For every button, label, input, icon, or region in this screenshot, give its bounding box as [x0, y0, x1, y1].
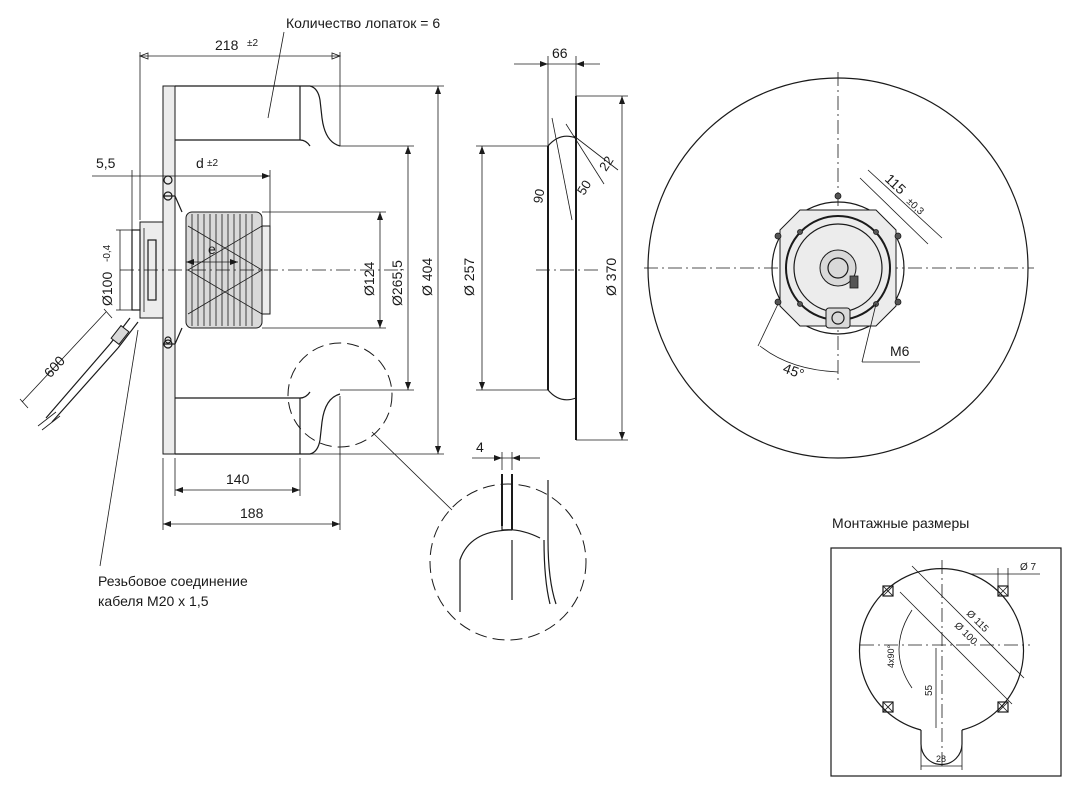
dim-d370: Ø 370 — [603, 258, 619, 296]
mounting-holes — [882, 585, 1009, 713]
dim-d: d — [196, 155, 204, 171]
cable-gland-label-2: кабеля М20 х 1,5 — [98, 593, 209, 609]
dim-m6: M6 — [890, 343, 910, 359]
dim-50: 50 — [574, 177, 594, 197]
dim-4: 4 — [476, 439, 484, 455]
dim-d-tol: ±2 — [207, 158, 218, 169]
dim-e: e — [208, 241, 216, 257]
dim-d124: Ø124 — [361, 262, 377, 296]
dim-66: 66 — [552, 45, 568, 61]
dim-218: 218 — [215, 37, 239, 53]
dim-218-tol: ±2 — [247, 38, 258, 49]
mount-55: 55 — [924, 684, 935, 696]
mounting-dimensions: Монтажные размеры Ø 115 Ø 100 Ø 7 4x90° — [830, 515, 1062, 777]
dim-5-5: 5,5 — [96, 155, 116, 171]
front-view: 115 ±0,3 45° M6 — [644, 72, 1034, 459]
dim-d257: Ø 257 — [461, 258, 477, 296]
dim-115-tol: ±0,3 — [904, 196, 926, 218]
impeller-top-shroud — [175, 85, 341, 147]
cable-gland-label-1: Резьбовое соединение — [98, 573, 248, 589]
cable — [37, 317, 139, 431]
dim-188: 188 — [240, 505, 264, 521]
dim-d100-tol: -0,4 — [102, 244, 113, 262]
inlet-nozzle-view: 66 90 50 22 Ø 257 Ø 370 — [461, 45, 628, 441]
mount-4x90: 4x90° — [886, 644, 896, 668]
dim-d265: Ø265,5 — [389, 260, 405, 306]
flange-bolts — [774, 192, 902, 307]
dim-90: 90 — [530, 188, 547, 205]
impeller-bottom-shroud — [175, 393, 341, 455]
dim-115: 115 — [882, 170, 909, 197]
detail-view: 4 — [429, 439, 587, 641]
dim-d100: Ø100 — [99, 272, 115, 306]
dim-140: 140 — [226, 471, 250, 487]
detail-marker-circle — [287, 342, 393, 448]
blade-count-label: Количество лопаток = 6 — [286, 15, 440, 31]
mounting-title: Монтажные размеры — [832, 515, 969, 531]
dim-d404: Ø 404 — [419, 258, 435, 296]
mount-28: 28 — [936, 754, 946, 764]
side-view: 600 218 ±2 Количество лопаток = 6 5,5 d … — [19, 15, 453, 609]
mount-d7: Ø 7 — [1020, 562, 1037, 573]
dim-45deg: 45° — [781, 360, 806, 382]
dim-22: 22 — [596, 153, 617, 173]
